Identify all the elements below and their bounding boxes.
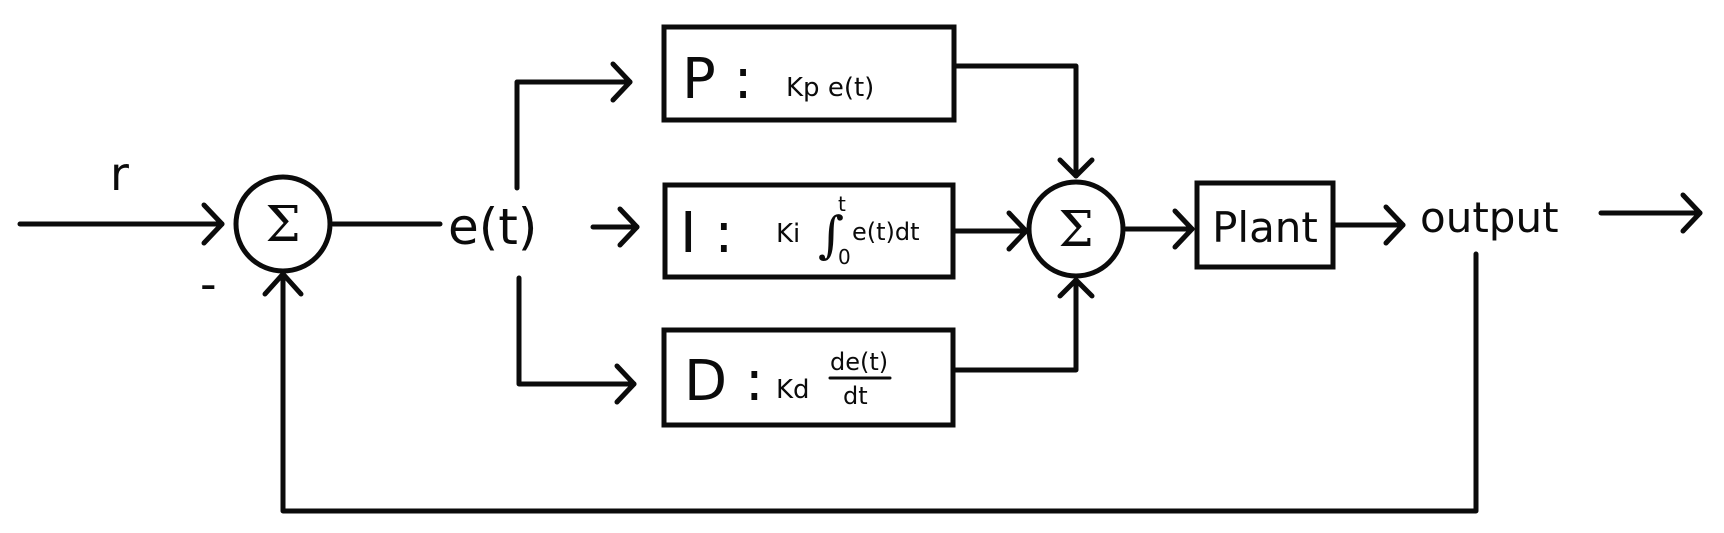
i-coefficient: Ki [776,219,800,249]
derivative-block: D : Kd de(t) dt [661,327,956,428]
reference-input-arrow [17,202,225,246]
error-label: e(t) [448,198,537,256]
output-arrow [1598,192,1703,234]
i-letter: I : [680,201,733,266]
sum-symbol-1: Σ [265,195,300,253]
branch-to-d-arrow [516,275,637,405]
summing-junction-1: Σ [233,174,333,274]
feedback-path-arrow [262,251,1479,514]
integral-sign: ∫ [818,206,844,264]
i-integrand: e(t)dt [852,218,920,246]
plant-label: Plant [1212,203,1318,252]
integral-block: I : Ki ∫ t 0 e(t)dt [662,182,956,280]
plant-to-output-arrow [1330,204,1406,246]
p-to-sum-arrow [951,63,1095,179]
d-numerator: de(t) [830,348,888,376]
d-coefficient: Kd [776,375,810,405]
p-expression: Kp e(t) [786,73,874,103]
reference-label: r [110,147,129,201]
d-letter: D : [684,349,764,414]
plant-block: Plant [1194,180,1336,270]
d-denominator: dt [843,382,868,410]
integral-upper-limit: t [838,192,846,216]
integral-lower-limit: 0 [838,245,851,269]
output-label: output [1420,193,1559,242]
branch-to-p-arrow [514,61,633,191]
sum-to-plant-arrow [1123,208,1195,250]
proportional-block: P : Kp e(t) [661,24,957,123]
branch-to-i-arrow [590,206,640,248]
sum-symbol-2: Σ [1058,200,1093,258]
p-letter: P : [682,47,752,112]
d-to-sum-arrow [950,277,1095,373]
summing-junction-2: Σ [1026,179,1126,279]
i-to-sum-arrow [950,210,1029,252]
minus-sign-label: - [200,257,217,311]
